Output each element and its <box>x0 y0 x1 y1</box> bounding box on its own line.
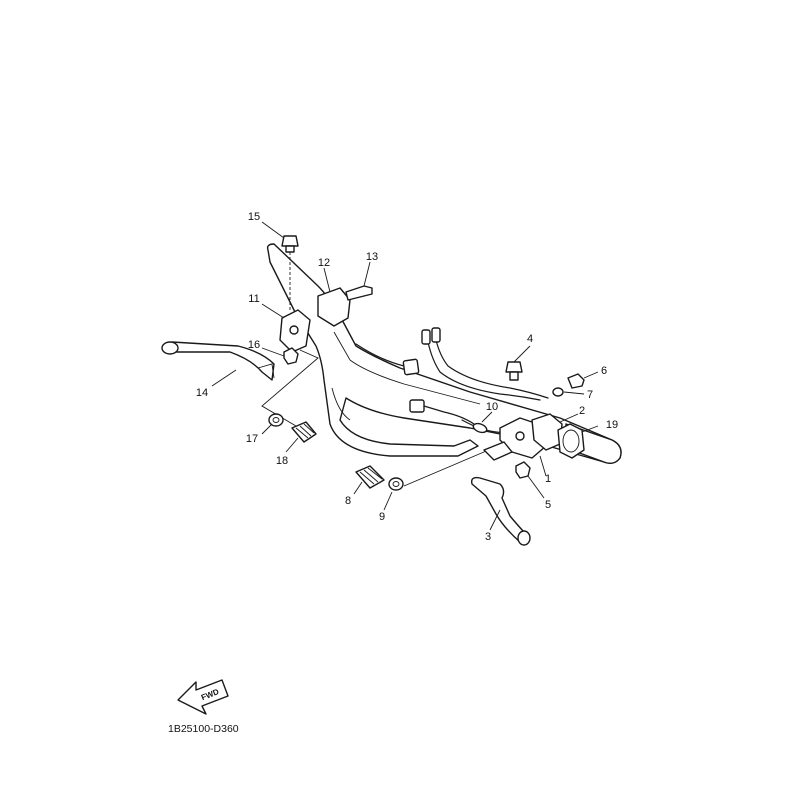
washer-17-hole <box>272 417 280 423</box>
screw-6 <box>567 373 585 389</box>
callout-7: 7 <box>587 389 593 401</box>
connector-plug-top <box>421 329 431 345</box>
handlebar-bend <box>331 387 351 421</box>
callout-3: 3 <box>485 531 491 543</box>
callout-18: 18 <box>276 455 288 467</box>
callout-1: 1 <box>545 473 551 485</box>
bolt-15 <box>281 235 299 247</box>
bolt-15-shank <box>285 245 295 253</box>
callout-17: 17 <box>246 433 258 445</box>
callout-13: 13 <box>366 251 378 263</box>
washer-7 <box>552 387 564 397</box>
leader-right-assembly <box>403 445 499 487</box>
switch-12 <box>317 287 351 327</box>
callout-6: 6 <box>601 365 607 377</box>
wire-to-connector <box>355 343 405 367</box>
callout-15: 15 <box>248 211 260 223</box>
callout-8: 8 <box>345 495 351 507</box>
washer-9 <box>388 477 404 491</box>
callout-5: 5 <box>545 499 551 511</box>
callout-14: 14 <box>196 387 208 399</box>
adjuster-8 <box>355 465 385 489</box>
adjuster-8-thread <box>359 467 383 485</box>
callout-16: 16 <box>248 339 260 351</box>
cable-adjuster-10 <box>472 422 488 434</box>
connector-block <box>402 358 420 376</box>
handlebar-inner-line <box>333 331 481 405</box>
adjuster-18 <box>291 421 317 443</box>
callout-2: 2 <box>579 405 585 417</box>
throttle-housing-19 <box>557 423 585 459</box>
fwd-arrow-icon: FWD <box>177 679 229 715</box>
wire-lower <box>423 405 475 425</box>
nut-16 <box>283 347 299 365</box>
wire-harness-2 <box>435 339 549 399</box>
lever-holder-1-hole <box>515 431 525 441</box>
screw-13 <box>345 285 373 301</box>
callout-12: 12 <box>318 257 330 269</box>
connector-plug-top-2 <box>431 327 441 343</box>
lever-holder-1-tab <box>483 441 513 461</box>
callout-10: 10 <box>486 401 498 413</box>
bolt-4 <box>505 361 523 373</box>
diagram-code: 1B25100-D360 <box>168 723 239 735</box>
callout-4: 4 <box>527 333 533 345</box>
connector-block-2 <box>409 399 425 413</box>
washer-9-hole <box>392 481 400 487</box>
nut-5 <box>515 461 531 479</box>
bolt-4-shank <box>509 371 519 381</box>
callout-11: 11 <box>248 293 259 305</box>
callout-19: 19 <box>606 419 618 431</box>
adjuster-18-thread <box>295 423 315 439</box>
lever-3-ball <box>517 530 531 546</box>
lever-3 <box>470 476 527 543</box>
leader-lines <box>211 221 599 531</box>
lever-14-ball <box>161 341 179 355</box>
washer-17 <box>268 413 284 427</box>
lever-holder-11-hole <box>289 325 299 335</box>
callout-9: 9 <box>379 511 385 523</box>
throttle-housing-19-ring <box>562 429 580 453</box>
lever-14-pivot <box>257 363 275 379</box>
wire-harness <box>427 341 541 401</box>
